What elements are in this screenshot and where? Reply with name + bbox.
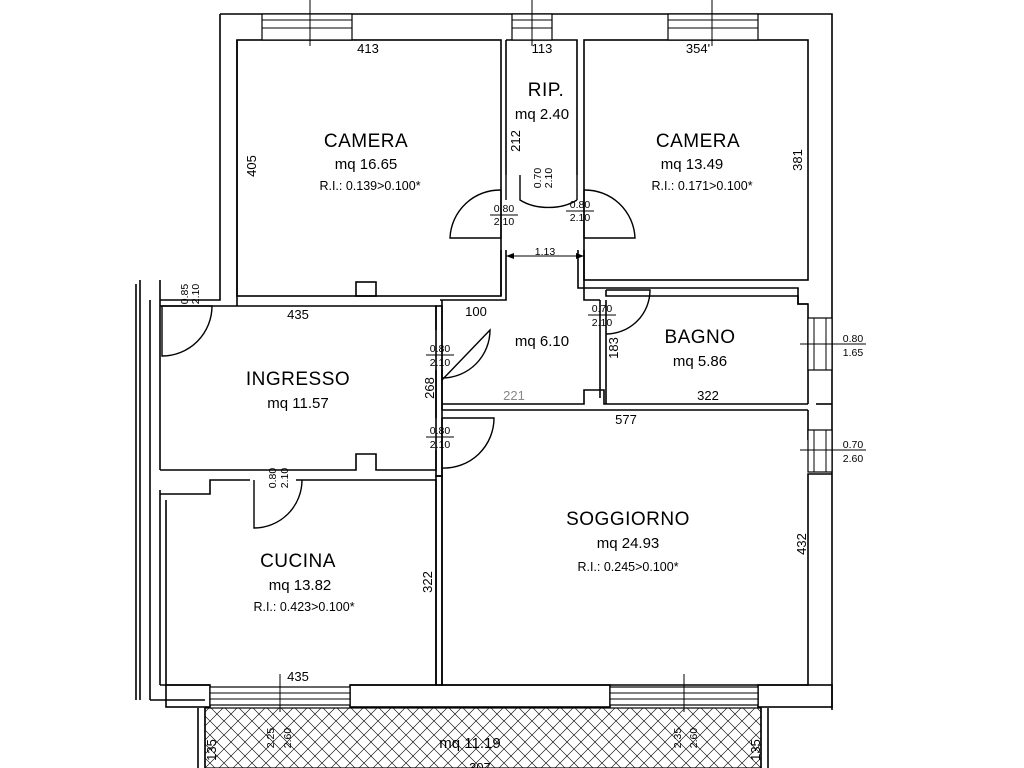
cucina-name: CUCINA (260, 551, 336, 572)
entrance-door-w: 0.85 (179, 284, 191, 305)
cucina-ri: R.I.: 0.423>0.100* (253, 600, 354, 614)
cucina-window-w: 2.25 (265, 728, 277, 749)
soggiorno-door-w: 0.80 (430, 425, 451, 437)
camera-1-name: CAMERA (324, 131, 408, 152)
dim-camera-1-height: 405 (244, 155, 259, 177)
rip-door[interactable] (505, 175, 578, 209)
ingresso-area: mq 11.57 (267, 395, 328, 412)
entrance-door-h: 2.10 (190, 284, 202, 305)
dim-camera-2-width: 354' (686, 41, 710, 56)
dim-balcony-left: 135 (204, 739, 219, 761)
camera-2-ri: R.I.: 0.171>0.100* (651, 179, 752, 193)
dim-soggiorno-height: 432 (794, 533, 809, 555)
dim-corridor-width: 1.13 (535, 246, 556, 258)
camera-1-door-w: 0.80 (494, 203, 515, 215)
cucina-door-w: 0.80 (267, 468, 279, 489)
room-rip: RIP. mq 2.40 (515, 80, 569, 123)
bagno-window-h: 1.65 (843, 347, 864, 359)
dim-soggiorno-top: 577 (615, 412, 637, 427)
corridor-walls (440, 250, 808, 404)
dim-rip-height: 212 (508, 130, 523, 152)
room-balcone: mq 11.19 (439, 735, 500, 752)
dim-rip-width: 113 (532, 41, 553, 56)
top-window-camera-1 (261, 0, 353, 46)
camera-2-door-w: 0.80 (570, 199, 591, 211)
dim-bagno-bottom: 322 (697, 388, 719, 403)
camera-2-door-h: 2.10 (570, 212, 591, 224)
soggiorno-window-bottom (609, 674, 759, 712)
room-bagno: BAGNO mq 5.86 (664, 327, 735, 370)
cucina-window-h: 2.60 (282, 728, 294, 749)
internal-walls (165, 305, 833, 708)
bagno-window-w: 0.80 (843, 333, 864, 345)
cucina-area: mq 13.82 (269, 577, 332, 594)
dim-dis-width: 100 (465, 304, 487, 319)
ingresso-dis-door-w: 0.80 (430, 343, 451, 355)
camera-1-door-h: 2.10 (494, 216, 515, 228)
soggiorno-bottom-window-w: 2.35 (672, 728, 684, 749)
dim-cucina-width: 435 (287, 669, 309, 684)
ingresso-dis-door[interactable] (441, 328, 491, 382)
soggiorno-bottom-window-h: 2.60 (688, 728, 700, 749)
soggiorno-window-w: 0.70 (843, 439, 864, 451)
ingresso-dis-door-h: 2.10 (430, 357, 451, 369)
dim-wall-segment: 268 (422, 377, 437, 399)
balcony (197, 707, 769, 768)
left-openings (135, 630, 141, 690)
top-window-camera-2 (667, 0, 759, 46)
soggiorno-door-h: 2.10 (430, 439, 451, 451)
room-disimpegno: mq 6.10 (515, 333, 569, 350)
rip-door-w: 0.70 (532, 168, 544, 189)
soggiorno-area: mq 24.93 (597, 535, 660, 552)
camera-2-name: CAMERA (656, 131, 740, 152)
opening-labels: 0.70 2.10 0.80 2.10 0.80 2.10 0.85 2.10 … (179, 168, 863, 768)
room-ingresso: INGRESSO mq 11.57 (246, 369, 350, 412)
cucina-door[interactable] (253, 479, 303, 529)
rip-name: RIP. (528, 80, 565, 101)
bagno-name: BAGNO (664, 327, 735, 348)
soggiorno-window-h: 2.60 (843, 453, 864, 465)
bagno-door-h: 2.10 (592, 317, 613, 329)
camera-2-door[interactable] (583, 189, 636, 239)
room-cucina: CUCINA mq 13.82 R.I.: 0.423>0.100* (253, 551, 354, 614)
cucina-door-h: 2.10 (279, 468, 291, 489)
bagno-door-w: 0.70 (592, 303, 613, 315)
rip-door-h: 2.10 (543, 168, 555, 189)
dim-cucina-height: 322 (420, 571, 435, 593)
camera-1-door[interactable] (449, 189, 502, 239)
dim-camera-1-width: 413 (357, 41, 379, 56)
room-camera-1: CAMERA mq 16.65 R.I.: 0.139>0.100* (319, 131, 420, 193)
room-soggiorno: SOGGIORNO mq 24.93 R.I.: 0.245>0.100* (566, 509, 690, 574)
soggiorno-name: SOGGIORNO (566, 509, 690, 530)
corridor-dimension (506, 253, 584, 259)
camera-1-area: mq 16.65 (335, 156, 398, 173)
dim-camera-2-height: 381 (790, 149, 805, 171)
bagno-area: mq 5.86 (673, 353, 727, 370)
outer-walls (135, 13, 833, 710)
top-window-rip (511, 0, 553, 46)
entrance-door[interactable] (161, 305, 213, 357)
balcone-area: mq 11.19 (439, 735, 500, 752)
camera-1-outline (236, 39, 502, 297)
dim-balcony-bottom: 307 (469, 760, 491, 768)
camera-1-ri: R.I.: 0.139>0.100* (319, 179, 420, 193)
dimension-labels: 413 113 354' 405 212 381 1.13 435 100 26… (204, 41, 809, 761)
rip-area: mq 2.40 (515, 106, 569, 123)
dim-dis-bottom: 221 (503, 388, 525, 403)
ingresso-name: INGRESSO (246, 369, 350, 390)
bagno-window (800, 317, 866, 371)
dim-balcony-right: 135 (748, 739, 763, 761)
soggiorno-ri: R.I.: 0.245>0.100* (577, 560, 678, 574)
room-camera-2: CAMERA mq 13.49 R.I.: 0.171>0.100* (651, 131, 752, 193)
dim-bagno-door-height: 183 (606, 337, 621, 359)
camera-2-area: mq 13.49 (661, 156, 724, 173)
soggiorno-door[interactable] (441, 417, 495, 469)
dim-ingresso-width: 435 (287, 307, 309, 322)
dis-area: mq 6.10 (515, 333, 569, 350)
bagno-door[interactable] (605, 289, 651, 335)
soggiorno-window-side (800, 429, 866, 473)
cucina-window-bottom (209, 674, 351, 712)
dis-outline (442, 389, 808, 411)
